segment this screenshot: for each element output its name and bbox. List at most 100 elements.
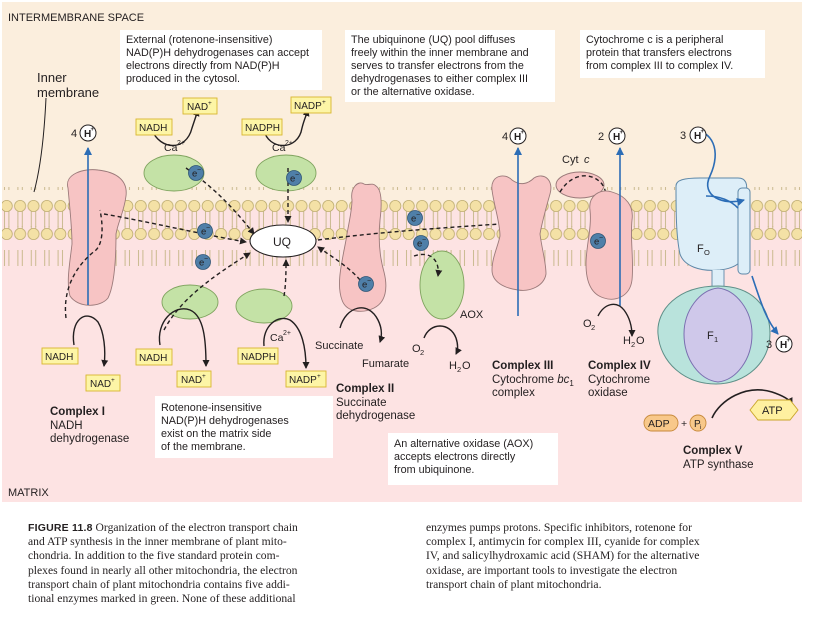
svg-text:NAD: NAD: [90, 379, 111, 390]
svg-text:F: F: [697, 243, 704, 255]
svg-text:UQ: UQ: [273, 235, 291, 249]
electron-icon: e−: [407, 210, 423, 226]
svg-text:NADPH: NADPH: [245, 123, 280, 134]
svg-text:ADP: ADP: [648, 418, 670, 430]
svg-text:+: +: [202, 373, 206, 380]
electron-icon: e−: [195, 254, 211, 270]
svg-text:e: e: [362, 280, 367, 291]
svg-text:NAD: NAD: [187, 102, 208, 113]
svg-text:2+: 2+: [177, 140, 185, 147]
caption-line: complex I, antimycin for complex III, cy…: [426, 535, 700, 549]
svg-text:+: +: [91, 127, 95, 133]
atp-label: ATP: [749, 399, 799, 421]
intermembrane-space-label: INTERMEMBRANE SPACE: [8, 12, 144, 24]
caption-line: plexes found in nearly all other mitocho…: [28, 563, 298, 577]
svg-text:NADP: NADP: [294, 101, 322, 112]
complex-ii: [317, 182, 387, 343]
proton-complex-v-in: 3 H +: [680, 126, 707, 144]
calcium-label-internal-nadph: Ca 2+: [270, 330, 291, 344]
ubiquinone-pool: UQ: [249, 224, 317, 258]
caption-line: tional enzymes marked in green. None of …: [28, 592, 296, 606]
complex-v: F O F 1: [657, 129, 793, 419]
svg-text:e: e: [192, 169, 197, 180]
complex-iii-desc-2: complex: [492, 387, 535, 399]
etc-diagram: INTERMEMBRANE SPACE MATRIX Inner membran…: [2, 2, 802, 502]
internal-nadph-dehydrogenase: [235, 259, 310, 369]
svg-text:O: O: [583, 318, 592, 330]
svg-text:e: e: [411, 214, 416, 225]
internal-nadh-dehydrogenase: [158, 252, 251, 367]
svg-text:NADPH: NADPH: [241, 352, 276, 363]
svg-text:O: O: [704, 248, 710, 257]
caption-line: and ATP synthesis in the inner membrane …: [28, 535, 287, 549]
svg-text:NADH: NADH: [139, 123, 167, 134]
electron-icon: e−: [188, 165, 204, 181]
svg-text:2: 2: [598, 131, 604, 143]
complex-i-label: Complex I: [50, 406, 105, 418]
svg-text:+: +: [521, 130, 525, 136]
svg-text:2: 2: [457, 365, 461, 374]
nadph-label-internal: NADPH: [237, 347, 279, 365]
figure-caption-left: FIGURE 11.8 Organization of the electron…: [28, 521, 398, 606]
o2-label-aox: O 2: [412, 343, 424, 357]
svg-text:ATP: ATP: [762, 405, 783, 417]
succinate-label: Succinate: [315, 340, 363, 352]
caption-line: transport chain of plant mitochondria.: [426, 577, 602, 591]
caption-line: Organization of the electron transport c…: [92, 521, 298, 534]
inner-membrane-pointer: [33, 97, 47, 193]
caption-line: chondria. In addition to the five standa…: [28, 549, 280, 563]
proton-complex-v-out: 3 H +: [766, 335, 793, 353]
external-nadph-dehydrogenase: [255, 109, 317, 223]
svg-text:i: i: [700, 424, 701, 431]
note-external-dehydrogenases: External (rotenone-insensitive)NAD(P)H d…: [120, 30, 322, 90]
nad-label-internal: NAD +: [176, 370, 212, 388]
svg-text:Ca: Ca: [270, 332, 284, 344]
svg-text:3: 3: [680, 130, 686, 142]
svg-text:2+: 2+: [283, 330, 291, 337]
svg-text:−: −: [204, 256, 208, 263]
cytochrome-c: Cyt c: [555, 154, 612, 273]
svg-text:NADH: NADH: [45, 352, 73, 363]
svg-text:−: −: [295, 172, 299, 179]
calcium-label-external-nadph: Ca 2+: [272, 140, 293, 154]
svg-text:4: 4: [71, 128, 77, 140]
complex-v-desc: ATP synthase: [683, 459, 754, 471]
svg-text:+: +: [322, 99, 326, 106]
h2o-label-aox: H 2 O: [449, 360, 471, 374]
caption-line: IV, and salicylhydroxamic acid (SHAM) fo…: [426, 549, 700, 563]
svg-text:Cyt: Cyt: [562, 154, 579, 166]
svg-text:O: O: [462, 360, 471, 372]
svg-text:O: O: [412, 343, 421, 355]
svg-text:3: 3: [766, 339, 772, 351]
svg-text:NADH: NADH: [139, 353, 167, 364]
path-uq-to-complex-iii: [317, 209, 537, 241]
nad-label-matrix-c1: NAD +: [85, 374, 121, 392]
svg-text:e: e: [594, 237, 599, 248]
svg-text:The ubiquinone (UQ) pool diffu: The ubiquinone (UQ) pool diffusesfreely …: [351, 34, 529, 98]
svg-text:H: H: [84, 129, 91, 140]
nadh-label-internal: NADH: [135, 348, 173, 366]
svg-text:2+: 2+: [285, 140, 293, 147]
svg-text:−: −: [206, 225, 210, 232]
caption-line: oxidase, are important tools to investig…: [426, 563, 678, 577]
electron-icon: e−: [358, 276, 374, 292]
nad-label-external: NAD +: [182, 97, 218, 115]
svg-text:H: H: [694, 131, 701, 142]
svg-text:H: H: [623, 335, 631, 347]
path-c1-to-uq: [103, 213, 247, 245]
svg-text:H: H: [780, 340, 787, 351]
complex-iii-desc: Cytochrome bc1: [492, 374, 574, 388]
electron-markers: e−e−e−e−e−e−e−e−: [188, 165, 606, 292]
complex-iv-label: Complex IV: [588, 360, 651, 372]
svg-text:External (rotenone-insensitive: External (rotenone-insensitive)NAD(P)H d…: [126, 34, 309, 85]
complex-iv: [585, 147, 636, 337]
nadp-label-external: NADP +: [290, 96, 332, 114]
svg-text:2: 2: [631, 340, 635, 349]
svg-text:4: 4: [502, 131, 508, 143]
